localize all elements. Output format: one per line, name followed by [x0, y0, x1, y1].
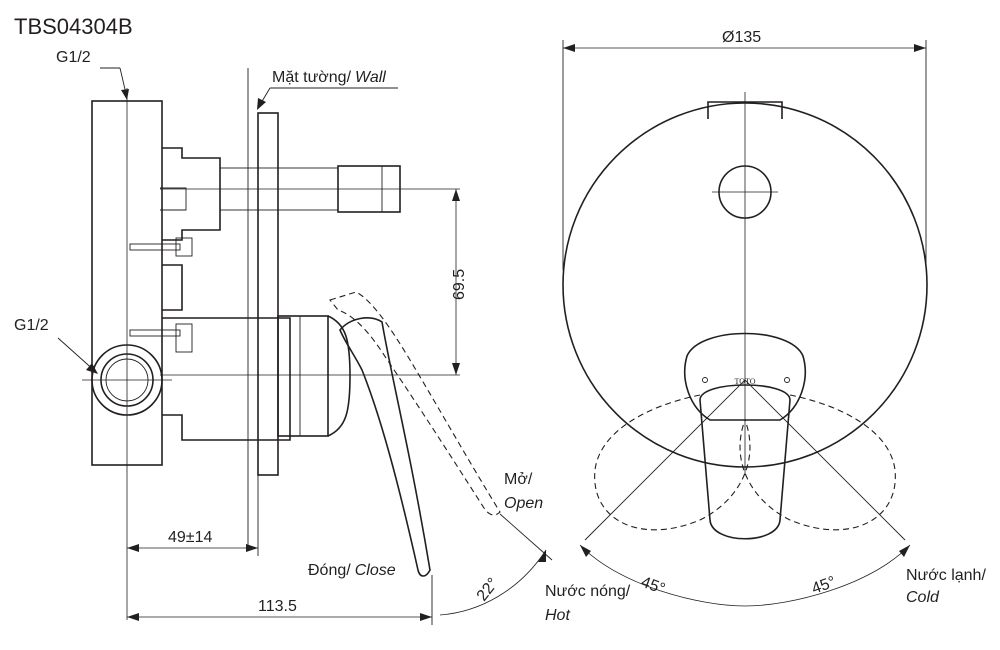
label-cold-vi: Nước lạnh/	[906, 567, 986, 584]
model-title: TBS04304B	[14, 14, 133, 39]
lever-cold-position	[739, 394, 896, 531]
upper-housing	[162, 147, 221, 241]
angle-45-left: 45°	[639, 574, 668, 598]
lever-base	[683, 332, 807, 421]
lever-hot-position	[594, 394, 751, 531]
pin-lower	[129, 329, 181, 337]
lower-housing	[162, 317, 291, 441]
wall-plate	[257, 112, 279, 476]
label-cold-en: Cold	[906, 589, 940, 606]
label-close: Đóng/Close	[308, 562, 396, 579]
label-g12-side: G1/2	[14, 317, 49, 334]
label-hot-vi: Nước nóng/	[545, 583, 631, 600]
dim-49: 49±14	[168, 529, 212, 546]
lever-open	[329, 291, 501, 516]
dim-69-5: 69.5	[451, 269, 468, 300]
label-open-en: Open	[504, 495, 543, 512]
pin-upper	[129, 243, 181, 251]
dim-113-5: 113.5	[258, 598, 297, 615]
brand-logo: TOTO	[734, 377, 755, 386]
label-wall: Mặt tường/Wall	[272, 69, 386, 86]
label-g12-top: G1/2	[56, 49, 91, 66]
lever-front	[699, 384, 791, 540]
label-hot-en: Hot	[545, 607, 570, 624]
side-view: 69.5 49±14 113.5 22° G1/2 G1/2 Mặt tường…	[14, 49, 553, 625]
angle-22: 22°	[474, 575, 502, 605]
lever-closed	[339, 317, 431, 577]
dim-diameter: Ø135	[722, 29, 761, 46]
angle-45-right: 45°	[810, 574, 839, 598]
cartridge-cover	[277, 315, 329, 437]
label-open-vi: Mở/	[504, 471, 533, 488]
front-view: Ø135 TOTO 45° 45° Nước nóng/ Hot Nước	[545, 29, 986, 624]
